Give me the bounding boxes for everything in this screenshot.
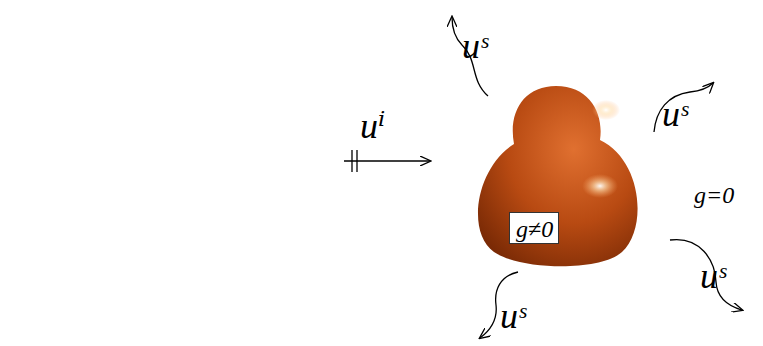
region-label: g=0 — [694, 183, 734, 207]
scattered-wave-arrow — [670, 240, 742, 310]
region-box: g≠0 — [509, 212, 559, 244]
scattered-wave-arrow — [452, 17, 488, 96]
scatterer-blob — [478, 86, 638, 266]
highlight — [592, 100, 620, 120]
region-label: g≠0 — [516, 217, 552, 241]
wavefront — [356, 150, 357, 172]
wavefront — [351, 150, 352, 172]
scattered-wave-arrow — [654, 83, 713, 132]
scattered-wave-label: uˢ — [462, 28, 488, 64]
scattered-wave-label: uˢ — [500, 298, 526, 334]
incident-wave-label: uⁱ — [360, 108, 385, 144]
scattered-wave-label: uˢ — [662, 96, 688, 132]
scattered-wave-label: uˢ — [700, 258, 726, 294]
highlight — [582, 174, 618, 198]
